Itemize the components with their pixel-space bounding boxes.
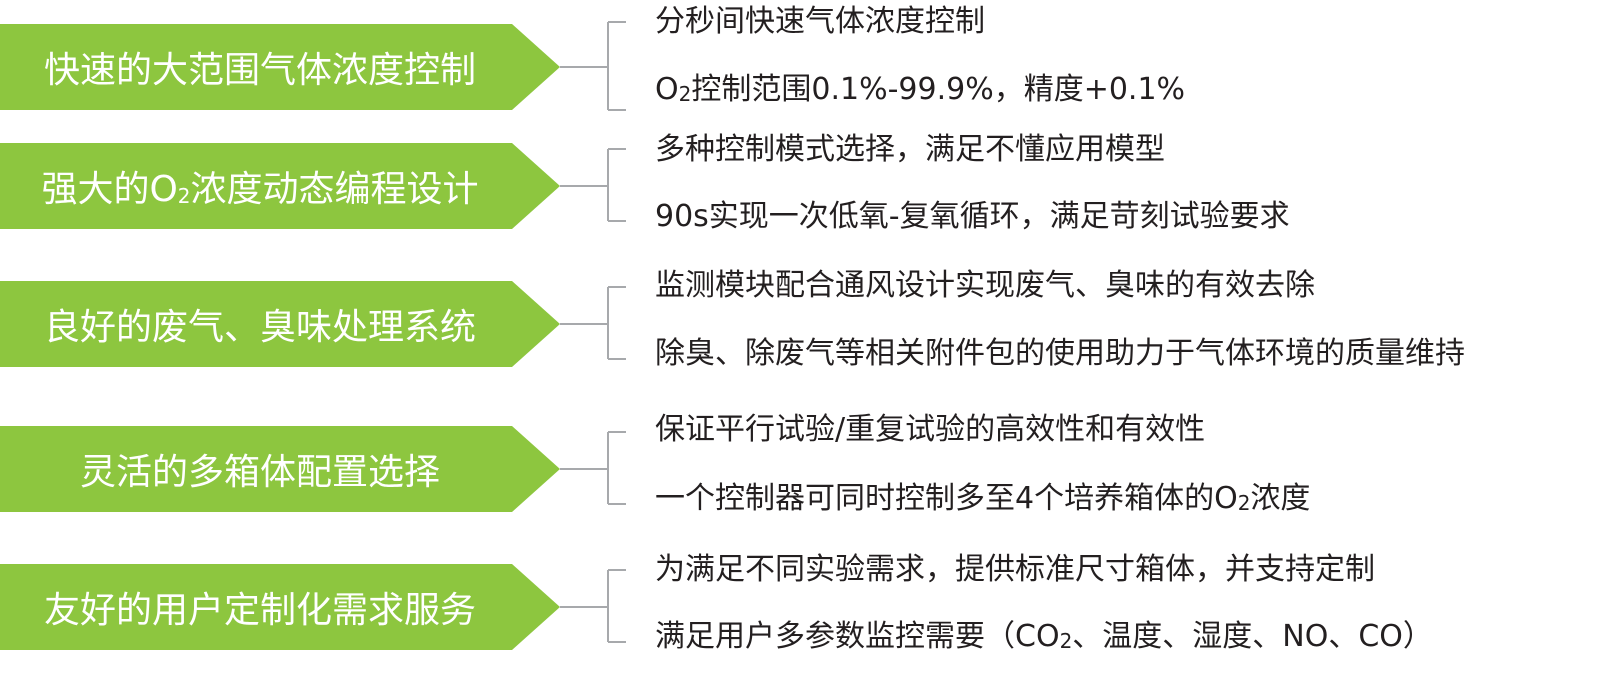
feature-4-item-2: 一个控制器可同时控制多至4个培养箱体的O2浓度 (655, 481, 1311, 516)
feature-arrow-3: 良好的废气、臭味处理系统 (0, 281, 560, 367)
feature-title-3: 良好的废气、臭味处理系统 (43, 307, 476, 348)
feature-arrow-4: 灵活的多箱体配置选择 (0, 426, 560, 512)
feature-arrow-5: 友好的用户定制化需求服务 (0, 564, 560, 650)
feature-2-item-1: 多种控制模式选择，满足不懂应用模型 (655, 132, 1165, 167)
feature-3-item-2: 除臭、除废气等相关附件包的使用助力于气体环境的质量维持 (655, 336, 1465, 371)
feature-arrow-2: 强大的O2浓度动态编程设计 (0, 143, 560, 229)
bracket-connector-2 (560, 127, 640, 247)
feature-title-4: 灵活的多箱体配置选择 (79, 452, 440, 493)
feature-title-2: 强大的O2浓度动态编程设计 (41, 169, 479, 210)
feature-1-item-2: O2控制范围0.1%-99.9%，精度+0.1% (655, 72, 1186, 107)
feature-title-1: 快速的大范围气体浓度控制 (43, 50, 476, 91)
bracket-connector-3 (560, 265, 640, 385)
bracket-connector-4 (560, 410, 640, 530)
feature-5-item-1: 为满足不同实验需求，提供标准尺寸箱体，并支持定制 (655, 552, 1375, 587)
feature-5-item-2: 满足用户多参数监控需要（CO2、温度、湿度、NO、CO） (655, 619, 1433, 654)
bracket-connector-5 (560, 548, 640, 668)
feature-4-item-1: 保证平行试验/重复试验的高效性和有效性 (655, 412, 1206, 447)
feature-3-item-1: 监测模块配合通风设计实现废气、臭味的有效去除 (655, 268, 1315, 303)
feature-2-item-2: 90s实现一次低氧-复氧循环，满足苛刻试验要求 (655, 199, 1290, 234)
feature-title-5: 友好的用户定制化需求服务 (43, 590, 476, 631)
bracket-connector-1 (560, 8, 640, 128)
feature-arrow-1: 快速的大范围气体浓度控制 (0, 24, 560, 110)
feature-1-item-1: 分秒间快速气体浓度控制 (655, 4, 985, 39)
